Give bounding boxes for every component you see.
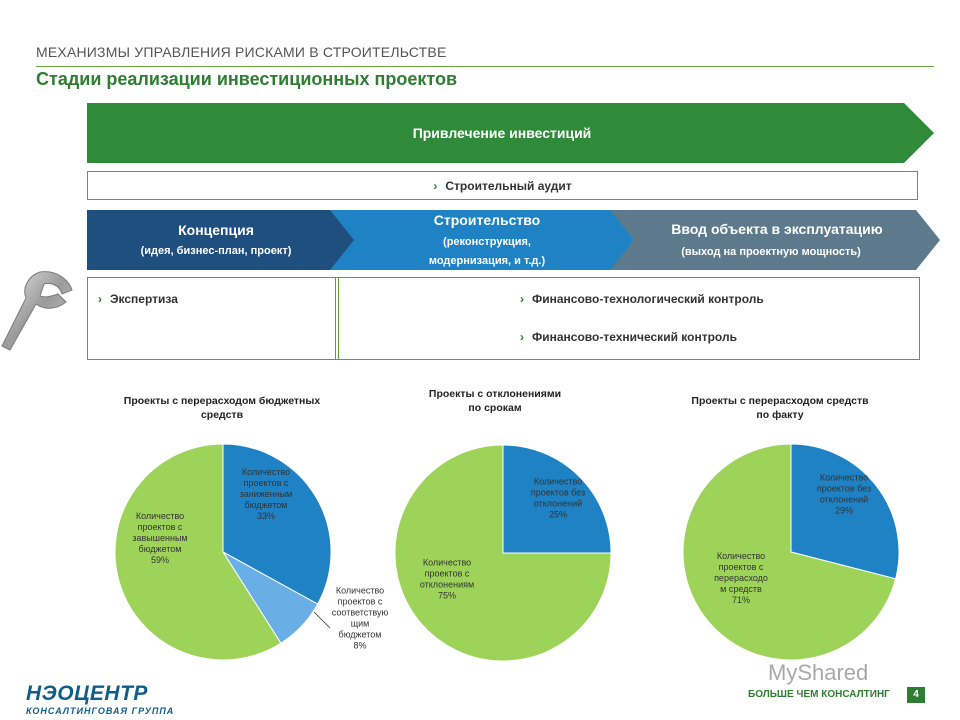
chevron-right-icon: ›	[98, 292, 102, 306]
chart3-slice-2	[682, 443, 897, 661]
stage-construction-subtitle-1: (реконструкция,	[443, 236, 531, 248]
investment-arrow	[87, 103, 934, 163]
stage-commissioning-title: Ввод объекта в эксплуатацию	[671, 221, 882, 237]
wrench-icon	[1, 271, 73, 351]
chart1-slice-1	[222, 443, 332, 605]
chevron-right-icon: ›	[520, 292, 524, 306]
control-item-expertise: › Экспертиза	[98, 292, 178, 306]
chart3-title-line: по факту	[756, 409, 804, 422]
chart2-title-line: по срокам	[468, 402, 522, 415]
chart1-slice-3	[114, 443, 282, 661]
page-number: 4	[907, 687, 925, 703]
stage-construction-title: Строительство	[434, 212, 540, 228]
chart1-title-line: Проекты с перерасходом бюджетных	[123, 395, 321, 407]
chevron-right-icon: ›	[520, 330, 524, 344]
watermark: MyShared	[768, 660, 869, 685]
control-label: Финансово-технологический контроль	[532, 292, 764, 306]
chart2-slice-1	[502, 444, 612, 554]
stage-concept-arrow	[87, 210, 362, 270]
stage-construction-subtitle-2: модернизация, и т.д.)	[429, 255, 546, 267]
stage-commissioning-arrow	[610, 210, 940, 270]
audit-box: › Строительный аудит	[87, 171, 918, 200]
logo-text: НЭОЦЕНТР	[26, 682, 148, 705]
control-label: Экспертиза	[110, 292, 178, 306]
chart1-title: Проекты с перерасходом бюджетных средств	[102, 394, 342, 422]
chart3-slice-1	[790, 443, 900, 580]
audit-label: Строительный аудит	[445, 179, 572, 193]
footer-tagline: БОЛЬШЕ ЧЕМ КОНСАЛТИНГ	[748, 689, 890, 700]
stage-concept-subtitle: (идея, бизнес-план, проект)	[141, 245, 292, 257]
slide-title: Стадии реализации инвестиционных проекто…	[36, 69, 458, 89]
control-label: Финансово-технический контроль	[532, 330, 737, 344]
investment-label: Привлечение инвестиций	[413, 125, 592, 141]
header-divider	[36, 66, 934, 67]
controls-box: › Экспертиза › Финансово-технологический к…	[87, 277, 920, 360]
chart2-title: Проекты с отклонениями по срокам	[385, 387, 605, 415]
logo-subtitle: КОНСАЛТИНГОВАЯ ГРУППА	[26, 706, 175, 716]
stage-concept-title: Концепция	[178, 222, 254, 238]
chevron-right-icon: ›	[433, 179, 438, 193]
section-title: МЕХАНИЗМЫ УПРАВЛЕНИЯ РИСКАМИ В СТРОИТЕЛЬ…	[36, 44, 447, 60]
chart2-title-line: Проекты с отклонениями	[428, 388, 562, 400]
audit-item: › Строительный аудит	[88, 179, 917, 193]
controls-divider	[335, 278, 336, 359]
controls-divider	[338, 278, 339, 359]
chart2-slice-2	[394, 444, 612, 662]
control-item-fin-tech: › Финансово-технологический контроль	[520, 292, 764, 306]
control-item-fin-technical: › Финансово-технический контроль	[520, 330, 737, 344]
chart3-title-line: Проекты с перерасходом средств	[691, 395, 869, 407]
stage-commissioning-subtitle: (выход на проектную мощность)	[681, 246, 861, 258]
process-diagram: Привлечение инвестиций Концепция (идея, …	[87, 103, 940, 270]
company-logo: НЭОЦЕНТР КОНСАЛТИНГОВАЯ ГРУППА	[26, 682, 174, 716]
chart1-title-line: средств	[200, 409, 244, 422]
stage-construction-arrow	[330, 210, 642, 270]
chart3-title: Проекты с перерасходом средств по факту	[665, 394, 895, 422]
chart1-leader-line	[313, 611, 331, 629]
